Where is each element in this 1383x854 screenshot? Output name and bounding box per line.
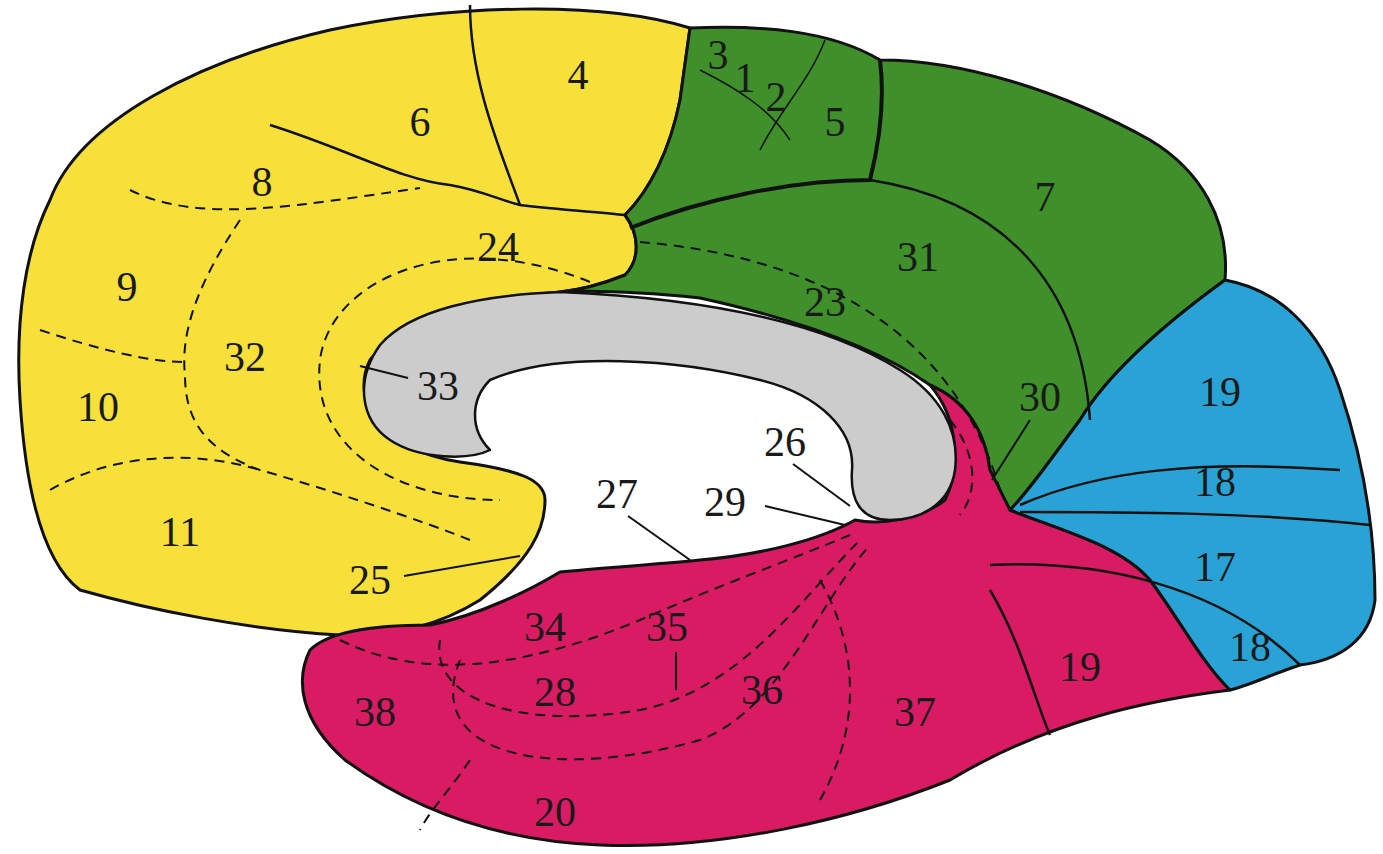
dashed-line (50, 458, 260, 490)
area-number: 34 (524, 606, 566, 648)
area-number: 8 (252, 161, 273, 203)
area-number: 6 (410, 101, 431, 143)
region-fills (19, 9, 1375, 846)
dashed-line (130, 188, 420, 209)
leader-line (360, 366, 408, 378)
area-number: 32 (224, 336, 266, 378)
area-number: 33 (417, 365, 459, 407)
dashed-line (40, 330, 185, 362)
leader-line (992, 420, 1030, 480)
area-number: 26 (764, 421, 806, 463)
leader-line (793, 464, 850, 506)
area-number: 2 (766, 76, 787, 118)
occipital-region (1010, 280, 1375, 690)
leader-lines (360, 366, 1030, 690)
area-number: 30 (1019, 376, 1061, 418)
area-number: 11 (160, 511, 200, 553)
area-boundaries (270, 5, 1370, 735)
boundary-line (870, 180, 1090, 420)
area-number: 9 (117, 266, 138, 308)
area-number: 20 (534, 791, 576, 833)
dashed-line (950, 420, 972, 515)
area-number: 1 (735, 57, 756, 99)
area-number: 27 (596, 473, 638, 515)
area-number: 18 (1229, 626, 1271, 668)
area-number: 23 (804, 281, 846, 323)
area-number: 5 (825, 101, 846, 143)
area-number: 18 (1194, 461, 1236, 503)
area-number: 38 (354, 691, 396, 733)
boundary-line (630, 60, 882, 228)
area-number: 3 (708, 34, 729, 76)
area-number: 37 (894, 691, 936, 733)
dashed-line (820, 580, 850, 800)
area-number: 19 (1199, 371, 1241, 413)
dashed-line (640, 242, 1000, 490)
boundary-line (470, 5, 520, 205)
leader-line (628, 516, 690, 560)
area-number: 25 (349, 559, 391, 601)
dashed-line (319, 259, 590, 500)
area-number: 10 (77, 386, 119, 428)
boundary-line (990, 590, 1050, 735)
dashed-line (453, 545, 870, 759)
area-number: 17 (1194, 546, 1236, 588)
area-number: 24 (477, 226, 519, 268)
area-number: 31 (897, 236, 939, 278)
area-number: 7 (1035, 176, 1056, 218)
leader-line (765, 506, 845, 525)
boundary-line (760, 40, 825, 150)
area-number: 28 (534, 671, 576, 713)
boundary-line (1020, 512, 1370, 525)
corpus-callosum (364, 292, 956, 520)
leader-line (675, 652, 677, 690)
area-number: 19 (1059, 646, 1101, 688)
dashed-line (420, 760, 470, 830)
dashed-line (184, 220, 470, 540)
area-number: 35 (646, 606, 688, 648)
leader-line (404, 556, 520, 576)
area-number: 4 (568, 54, 589, 96)
area-number: 36 (741, 669, 783, 711)
dashed-line (340, 535, 850, 665)
boundary-line (1020, 466, 1340, 505)
area-number: 29 (704, 481, 746, 523)
dashed-line (439, 540, 860, 716)
dashed-boundaries (40, 188, 1000, 830)
